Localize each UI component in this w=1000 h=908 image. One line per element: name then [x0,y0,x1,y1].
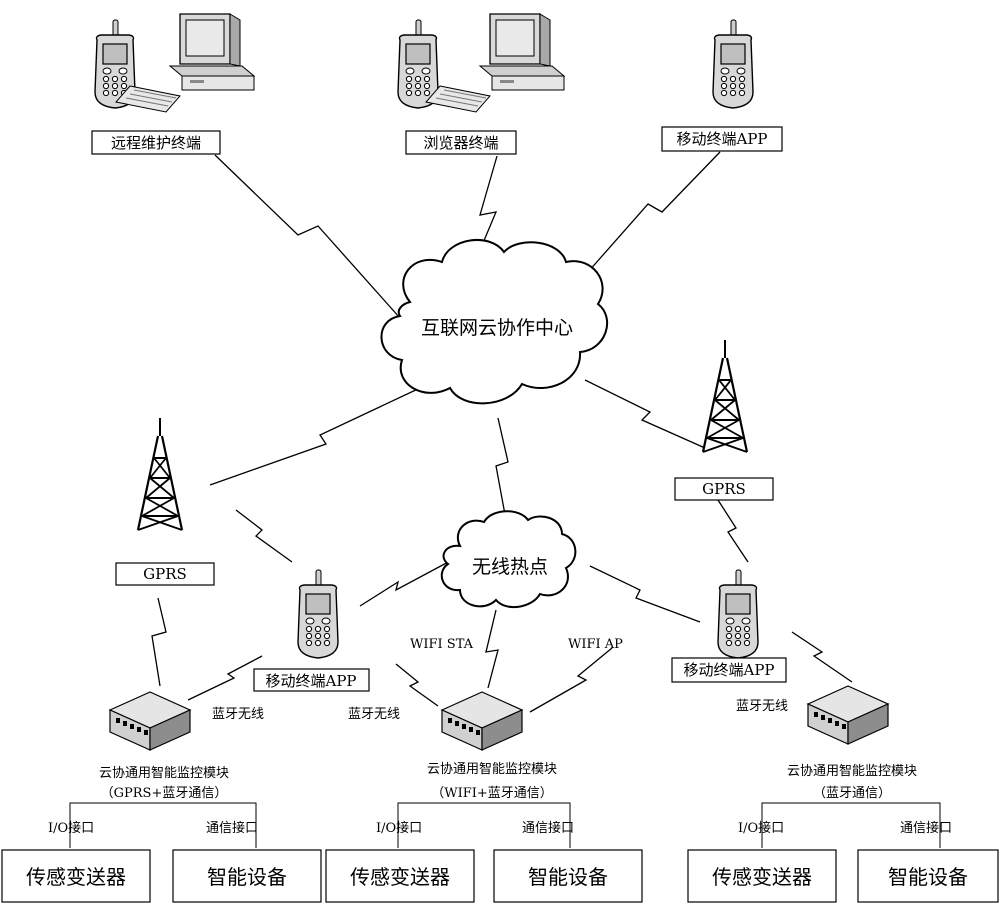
device-label: 智能设备 [888,865,968,889]
connector-line [397,802,571,848]
bluetooth-label-left: 蓝牙无线 [212,707,264,722]
comm-interface-label: 通信接口 [522,820,574,836]
label-box [674,477,774,501]
wireless-link [474,155,498,263]
sensor-box [687,849,837,903]
module-name: 云协通用智能监控模块 [427,762,557,777]
wifi-ap-label: WIFI AP [568,637,623,652]
wireless-link [485,609,499,689]
wireless-link [589,565,701,623]
label-box [671,657,787,683]
wireless-link [235,509,293,563]
mobile-app-right: 移动终端APP [671,569,787,683]
browser-terminal: 浏览器终端 [397,13,565,155]
cloud-collaboration-center: 互联网云协作中心 [380,238,608,405]
comm-interface-label: 通信接口 [206,820,258,836]
io-interface-label: I/O接口 [48,820,94,836]
comm-interface-label: 通信接口 [900,820,952,836]
sensor-label: 传感变送器 [26,865,126,889]
tower-icon [136,416,184,532]
mobile-app-terminal-top: 移动终端APP [661,19,783,152]
mobile-app-middle: 移动终端APP [253,569,370,692]
wireless-link [151,597,167,687]
cloud-shape [440,510,577,609]
io-interface-label: I/O接口 [738,820,784,836]
label-box [405,130,517,155]
hotspot-label: 无线热点 [472,556,548,578]
wifi-sta-label: WIFI STA [410,637,474,652]
io-interface-label: I/O接口 [376,820,422,836]
tower-icon [701,338,749,454]
mobile-app-middle-label: 移动终端APP [265,672,356,690]
bluetooth-label-middle: 蓝牙无线 [348,707,400,722]
wireless-link [214,154,401,319]
connector-line [761,802,941,848]
gprs-station-left: GPRS [115,416,215,586]
monitoring-module-2: 云协通用智能监控模块 （WIFI+蓝牙通信） I/O接口 通信接口 传感变送器 … [325,691,643,903]
device-box [172,849,322,903]
module-name: 云协通用智能监控模块 [787,764,917,779]
browser-terminal-label: 浏览器终端 [423,134,498,152]
sensor-label: 传感变送器 [350,865,450,889]
monitoring-module-1: 云协通用智能监控模块 （GPRS+蓝牙通信） I/O接口 通信接口 传感变送器 … [1,691,322,903]
sensor-label: 传感变送器 [712,865,812,889]
cloud-center-label: 互联网云协作中心 [421,317,573,339]
remote-terminal-label: 远程维护终端 [111,134,201,152]
wireless-link [395,663,439,707]
mobile-app-label-top: 移动终端APP [676,130,767,148]
wireless-link [529,647,613,713]
device-box [493,849,643,903]
gprs-right-label: GPRS [702,480,746,498]
label-box [115,562,215,586]
wireless-link [209,387,421,486]
module-comm: （GPRS+蓝牙通信） [101,786,228,801]
module-box-icon [807,685,889,745]
label-box [91,130,221,155]
device-label: 智能设备 [207,865,287,889]
module-comm: （WIFI+蓝牙通信） [431,786,553,801]
wireless-link [584,379,706,449]
label-box [661,126,783,152]
gprs-station-right: GPRS [674,338,774,501]
mobile-phone-icon [717,569,759,659]
mobile-phone-icon [712,19,754,109]
wireless-link [791,631,853,683]
sensor-box [1,849,151,903]
wireless-link [717,499,749,563]
gprs-left-label: GPRS [143,565,187,583]
device-box [857,849,999,903]
wireless-hotspot: 无线热点 [440,510,577,609]
module-box-icon [441,691,523,751]
wireless-links [151,151,853,713]
device-label: 智能设备 [528,865,608,889]
computer-icon [115,13,255,113]
sensor-box [325,849,475,903]
monitoring-module-3: 云协通用智能监控模块 （蓝牙通信） I/O接口 通信接口 传感变送器 智能设备 [687,685,999,903]
bluetooth-label-right: 蓝牙无线 [736,699,788,714]
wireless-link [187,655,263,701]
mobile-phone-icon [297,569,339,659]
label-box [253,668,370,692]
mobile-app-right-label: 移动终端APP [683,661,774,679]
cloud-shape [380,238,608,405]
remote-maintenance-terminal: 远程维护终端 [91,13,255,155]
connector-line [69,802,257,848]
module-comm: （蓝牙通信） [813,786,891,801]
wireless-link [587,151,721,273]
wireless-link [359,559,453,607]
wireless-link [495,417,509,521]
module-name: 云协通用智能监控模块 [99,766,229,781]
computer-icon [425,13,565,113]
module-box-icon [109,691,191,751]
